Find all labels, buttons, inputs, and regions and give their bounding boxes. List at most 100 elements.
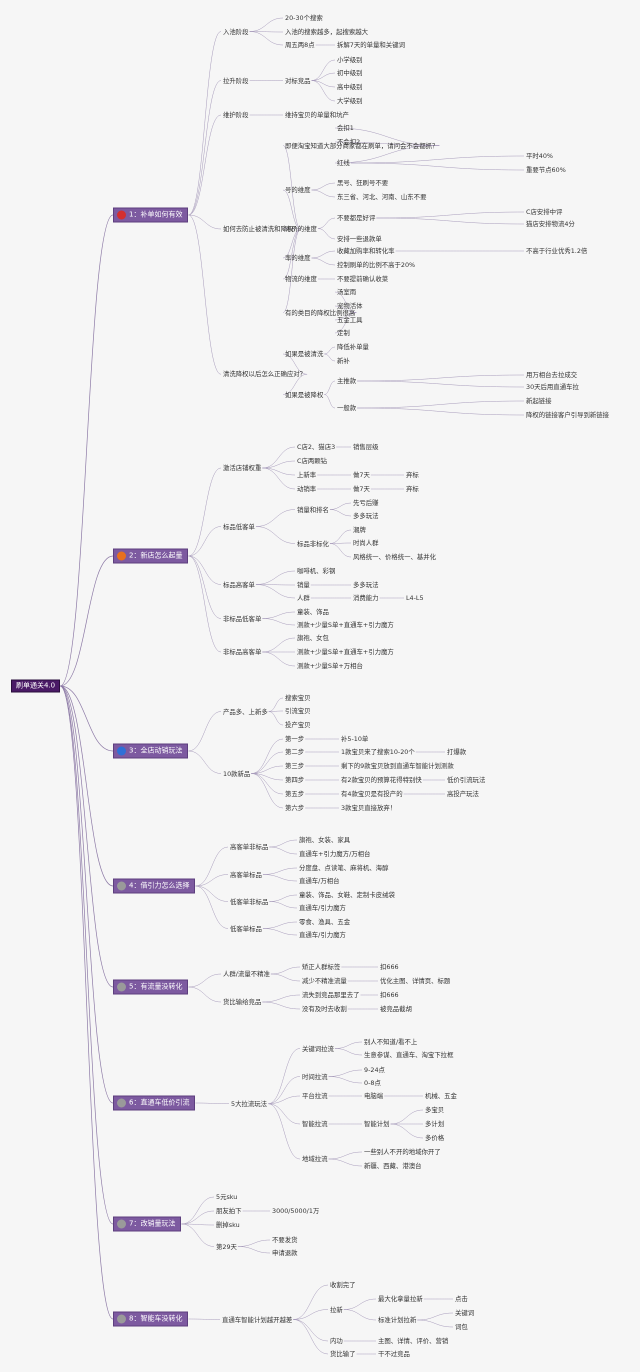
topic-node-1-4-3-1[interactable]: 不要都是好评 <box>337 214 376 222</box>
topic-node-2-1-3-1-1[interactable]: 弃标 <box>406 471 419 479</box>
topic-node-6-1-4-1-2[interactable]: 多计划 <box>425 1120 445 1128</box>
topic-node-1-4-4-1[interactable]: 收藏加购率和转化率 <box>337 247 395 255</box>
topic-node-8-1-2-1[interactable]: 最大化拿量拉新 <box>378 1295 423 1303</box>
topic-node-6-1-5[interactable]: 地域拉流 <box>302 1155 328 1163</box>
topic-node-5-2[interactable]: 货比输给竞品 <box>223 998 262 1006</box>
topic-node-3-2-2-1[interactable]: 1款宝贝来了搜索10-20个 <box>341 748 415 756</box>
topic-node-2-2-1[interactable]: 销量和排名 <box>297 505 329 514</box>
root-node[interactable]: 刷单通关4.0 <box>11 679 61 693</box>
topic-node-2-5-1[interactable]: 旗袍、女包 <box>297 634 329 642</box>
topic-node-6-1-4-1-3[interactable]: 多价格 <box>425 1134 445 1142</box>
topic-node-3-2-4-1-1[interactable]: 低价引流玩法 <box>447 776 486 784</box>
topic-node-2-1-1-1[interactable]: 销售层级 <box>353 443 379 451</box>
topic-node-6-1[interactable]: 5大拉流玩法 <box>231 1099 268 1108</box>
topic-node-1-4-1-1[interactable]: 会扣1 <box>337 124 354 132</box>
topic-node-4-3-1[interactable]: 童装、饰品、女鞋、定制卡皮绒袋 <box>299 891 395 899</box>
topic-node-2-3-2-1[interactable]: 多多玩法 <box>353 581 379 589</box>
topic-node-2-3-3-1-1[interactable]: L4-L5 <box>406 594 424 602</box>
topic-node-3-2-4[interactable]: 第四步 <box>285 776 305 784</box>
topic-node-2-3-1[interactable]: 咖啡机、彩钢 <box>297 567 336 575</box>
topic-node-4-4-2[interactable]: 直通车/引力魔方 <box>299 931 346 939</box>
topic-node-2-1-4[interactable]: 动销率 <box>297 485 317 493</box>
topic-node-8-1[interactable]: 直通车智能计划越开越差 <box>222 1315 293 1324</box>
topic-node-2-1-4-1-1[interactable]: 弃标 <box>406 485 419 493</box>
topic-node-1-2-1[interactable]: 对标竞品 <box>285 76 311 85</box>
topic-node-3-1-1[interactable]: 搜索宝贝 <box>285 694 311 702</box>
topic-node-1-4-5-1[interactable]: 不要提前确认收菜 <box>337 275 389 283</box>
topic-node-2-4[interactable]: 非标品低客单 <box>223 614 262 623</box>
topic-node-2-5-3[interactable]: 测款+少量S单+万相台 <box>297 662 363 670</box>
topic-node-6-1-3-1-1[interactable]: 机械、五金 <box>425 1092 457 1100</box>
topic-node-3-2-3[interactable]: 第三步 <box>285 762 305 770</box>
topic-node-1-5-2-2-2[interactable]: 降权的链接客户引导到新链接 <box>526 411 610 419</box>
topic-node-6-1-2[interactable]: 时间拉流 <box>302 1072 328 1081</box>
branch-node-7[interactable]: 7：改销量玩法 <box>113 1216 182 1232</box>
topic-node-8-1-3-1[interactable]: 主图、详情、评价、营销 <box>378 1337 449 1345</box>
topic-node-8-1-2-1-1[interactable]: 点击 <box>455 1295 468 1303</box>
topic-node-4-4-1[interactable]: 零食、渔具、五金 <box>299 918 351 926</box>
topic-node-5-1-2-1[interactable]: 优化主图、详情页、标题 <box>380 977 451 985</box>
topic-node-6-1-5-1[interactable]: 一些别人不开的地域你开了 <box>364 1148 441 1156</box>
topic-node-2-2-2[interactable]: 标品非标化 <box>297 539 329 548</box>
topic-node-1-5[interactable]: 清洗降权以后怎么正确应对？ <box>223 370 307 379</box>
topic-node-1-5-1-2[interactable]: 新补 <box>337 357 350 365</box>
topic-node-1-1-3[interactable]: 周五两8点 <box>285 41 315 49</box>
topic-node-8-1-4-1[interactable]: 干不过竞品 <box>378 1350 410 1358</box>
topic-node-4-1-1[interactable]: 旗袍、女装、家具 <box>299 836 351 844</box>
topic-node-6-1-1-1[interactable]: 别人不知道/看不上 <box>364 1038 418 1046</box>
topic-node-1-4-1-2[interactable]: 不会扣2 <box>337 138 361 146</box>
topic-node-4-3[interactable]: 低客单非标品 <box>230 897 269 906</box>
topic-node-1-4-4-1-1[interactable]: 不高于行业优秀1.2倍 <box>526 247 588 255</box>
topic-node-1-5-2-2-1[interactable]: 新起链接 <box>526 397 552 405</box>
topic-node-3-2-2-1-1[interactable]: 打爆款 <box>447 748 467 756</box>
topic-node-8-1-2-2[interactable]: 标准计划拉新 <box>378 1316 417 1324</box>
topic-node-1-5-1-1[interactable]: 降低补单量 <box>337 343 369 351</box>
topic-node-6-1-4[interactable]: 智能拉流 <box>302 1120 328 1128</box>
topic-node-2-3-2[interactable]: 销量 <box>297 581 310 589</box>
topic-node-8-1-3[interactable]: 内功 <box>330 1337 343 1345</box>
topic-node-1-5-2[interactable]: 如果是被降权 <box>285 390 324 399</box>
topic-node-1-2-1-4[interactable]: 大学级别 <box>337 97 363 105</box>
topic-node-1-1-3-1[interactable]: 拆解7天的单量和关键词 <box>337 41 405 49</box>
topic-node-6-1-5-2[interactable]: 新疆、西藏、港澳台 <box>364 1162 422 1170</box>
topic-node-1-2-1-2[interactable]: 初中级别 <box>337 69 363 77</box>
topic-node-2-3-3[interactable]: 人群 <box>297 594 310 602</box>
topic-node-1-2-1-1[interactable]: 小学级别 <box>337 56 363 64</box>
topic-node-5-2-2-1[interactable]: 被竞品截胡 <box>380 1005 412 1013</box>
branch-node-2[interactable]: 2：新店怎么起量 <box>113 548 189 564</box>
topic-node-6-1-1-2[interactable]: 生意参谋、直通车、淘宝下拉框 <box>364 1051 454 1059</box>
topic-node-8-1-4[interactable]: 货比输了 <box>330 1350 356 1358</box>
topic-node-1-4-6-2[interactable]: 宠物活体 <box>337 302 363 310</box>
topic-node-7-1[interactable]: 5元sku <box>216 1193 238 1201</box>
topic-node-1-4-6-3[interactable]: 五金工具 <box>337 316 363 324</box>
topic-node-5-1-1-1[interactable]: 扣666 <box>380 963 399 971</box>
topic-node-1-1-2[interactable]: 入池的搜索越多，起搜索越大 <box>285 28 369 36</box>
topic-node-4-1[interactable]: 高客单非标品 <box>230 843 269 851</box>
topic-node-1-4-3-2[interactable]: 安排一些退款单 <box>337 235 382 243</box>
topic-node-2-2-2-1[interactable]: 潮牌 <box>353 526 366 534</box>
topic-node-2-1-3[interactable]: 上新率 <box>297 471 317 479</box>
topic-node-1-4-5[interactable]: 物流的维度 <box>285 275 317 283</box>
topic-node-3-1-3[interactable]: 投产宝贝 <box>285 721 311 729</box>
topic-node-1-5-2-1-2[interactable]: 30天后用直通车拉 <box>526 383 579 391</box>
branch-node-1[interactable]: 1：补单如何有效 <box>113 207 189 223</box>
topic-node-3-2-4-1[interactable]: 有2款宝贝的预算花得特别快 <box>341 776 422 784</box>
topic-node-6-1-4-1[interactable]: 智能计划 <box>364 1120 390 1128</box>
topic-node-1-4-3-1-1[interactable]: C店安排中评 <box>526 208 563 216</box>
topic-node-8-1-2[interactable]: 拉新 <box>330 1305 343 1314</box>
topic-node-5-1-2[interactable]: 减少不精准流量 <box>302 977 347 985</box>
topic-node-6-1-3-1[interactable]: 电脑端 <box>364 1092 384 1100</box>
topic-node-6-1-2-1[interactable]: 9-24点 <box>364 1066 385 1074</box>
topic-node-6-1-2-2[interactable]: 0-8点 <box>364 1079 381 1087</box>
topic-node-1-5-2-1-1[interactable]: 用万相台去拉成交 <box>526 371 578 379</box>
topic-node-7-4[interactable]: 第29天 <box>216 1242 237 1251</box>
topic-node-3-2-3-1[interactable]: 剩下的9款宝贝放到直通车智能计划测款 <box>341 762 454 770</box>
topic-node-5-1[interactable]: 人群/流量不精准 <box>223 970 270 978</box>
topic-node-1-4-4[interactable]: 率的维度 <box>285 254 311 262</box>
topic-node-1-5-2-2[interactable]: 一般款 <box>337 404 357 412</box>
topic-node-2-3-3-1[interactable]: 消费能力 <box>353 594 379 602</box>
topic-node-2-1-1[interactable]: C店2、猫店3 <box>297 443 336 451</box>
topic-node-8-1-1[interactable]: 收割完了 <box>330 1281 356 1289</box>
topic-node-3-2-1-1[interactable]: 补5-10单 <box>341 735 369 743</box>
topic-node-3-2-2[interactable]: 第二步 <box>285 748 305 756</box>
